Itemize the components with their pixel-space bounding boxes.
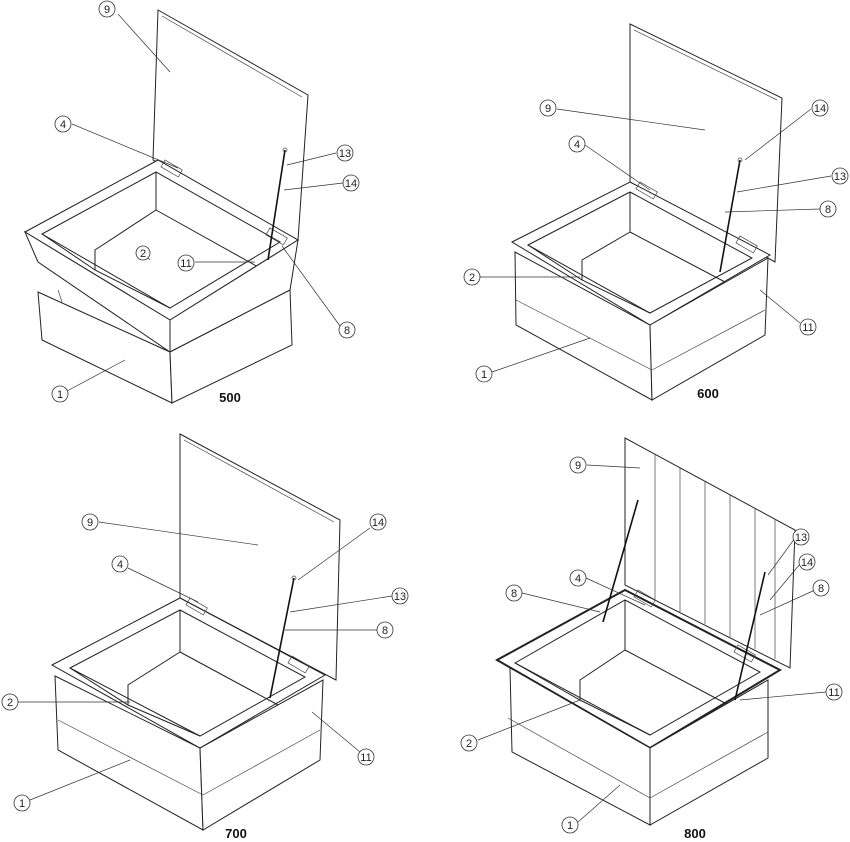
svg-text:9: 9 [545, 103, 551, 115]
svg-text:2: 2 [140, 248, 146, 260]
callout-600-13: 13 [831, 167, 849, 185]
svg-text:4: 4 [60, 119, 66, 131]
panel-800: 9 4 8 13 14 8 11 2 1 800 [460, 437, 843, 841]
callout-800-11: 11 [825, 683, 843, 701]
callout-500-8: 8 [338, 321, 356, 339]
svg-text:14: 14 [345, 178, 357, 190]
svg-text:2: 2 [466, 738, 472, 750]
callout-800-1: 1 [561, 816, 579, 834]
svg-text:9: 9 [87, 517, 93, 529]
callout-600-9: 9 [539, 99, 557, 117]
callout-500-14: 14 [342, 174, 360, 192]
svg-text:2: 2 [469, 272, 475, 284]
callout-700-11: 11 [357, 748, 375, 766]
callout-500-13: 13 [336, 144, 354, 162]
callout-700-8: 8 [376, 621, 394, 639]
body-600 [649, 257, 769, 401]
svg-text:11: 11 [180, 258, 191, 270]
svg-text:9: 9 [104, 4, 110, 16]
svg-text:11: 11 [828, 687, 839, 699]
callout-600-11: 11 [799, 318, 817, 336]
svg-text:1: 1 [19, 798, 25, 810]
svg-text:4: 4 [575, 573, 581, 585]
svg-text:1: 1 [57, 389, 63, 401]
callout-800-13: 13 [792, 528, 810, 546]
svg-text:1: 1 [481, 369, 487, 381]
svg-text:1: 1 [567, 820, 573, 832]
svg-text:4: 4 [117, 559, 123, 571]
svg-text:11: 11 [360, 752, 371, 764]
model-label-600: 600 [697, 386, 719, 401]
callout-800-2: 2 [460, 734, 478, 752]
callout-500-4: 4 [54, 115, 72, 133]
model-label-500: 500 [219, 390, 241, 405]
callout-800-8-left: 8 [505, 584, 523, 602]
lid-700 [179, 433, 341, 681]
svg-text:11: 11 [802, 322, 813, 334]
callout-800-14: 14 [798, 553, 816, 571]
svg-text:2: 2 [7, 697, 13, 709]
svg-text:13: 13 [339, 148, 351, 160]
svg-text:8: 8 [818, 583, 824, 595]
callout-600-2: 2 [463, 268, 481, 286]
callout-800-8-right: 8 [812, 579, 830, 597]
svg-text:8: 8 [344, 325, 350, 337]
svg-text:14: 14 [801, 557, 813, 569]
svg-text:8: 8 [511, 588, 517, 600]
callout-500-9: 9 [98, 0, 116, 18]
panel-500: 9 4 13 14 2 11 8 1 500 [23, 0, 360, 405]
callout-700-1: 1 [13, 794, 31, 812]
svg-text:9: 9 [575, 460, 581, 472]
svg-text:13: 13 [834, 171, 846, 183]
svg-text:13: 13 [795, 532, 807, 544]
body-700 [199, 679, 324, 831]
svg-text:14: 14 [814, 103, 826, 115]
panel-700: 9 4 14 13 8 2 11 1 700 [1, 433, 409, 841]
lid-800 [624, 437, 796, 669]
callout-500-2: 2 [135, 245, 151, 261]
callout-600-8: 8 [819, 200, 837, 218]
model-label-700: 700 [225, 826, 247, 841]
callout-700-14: 14 [369, 513, 387, 531]
panel-600: 9 4 14 13 8 2 11 1 600 [463, 23, 849, 401]
svg-text:13: 13 [394, 591, 406, 603]
callout-800-4: 4 [569, 569, 587, 587]
callout-600-4: 4 [568, 135, 586, 153]
svg-text:8: 8 [825, 204, 831, 216]
callout-700-4: 4 [111, 555, 129, 573]
callout-800-9: 9 [569, 456, 587, 474]
callout-600-1: 1 [475, 365, 493, 383]
callout-500-1: 1 [51, 385, 69, 403]
svg-text:4: 4 [574, 139, 580, 151]
model-label-800: 800 [684, 826, 706, 841]
callout-700-13: 13 [391, 587, 409, 605]
svg-text:14: 14 [372, 517, 384, 529]
callout-600-14: 14 [811, 99, 829, 117]
body-800 [649, 679, 769, 826]
callout-500-11: 11 [177, 254, 195, 272]
callout-700-2: 2 [1, 693, 19, 711]
callout-700-9: 9 [81, 513, 99, 531]
svg-text:8: 8 [382, 625, 388, 637]
